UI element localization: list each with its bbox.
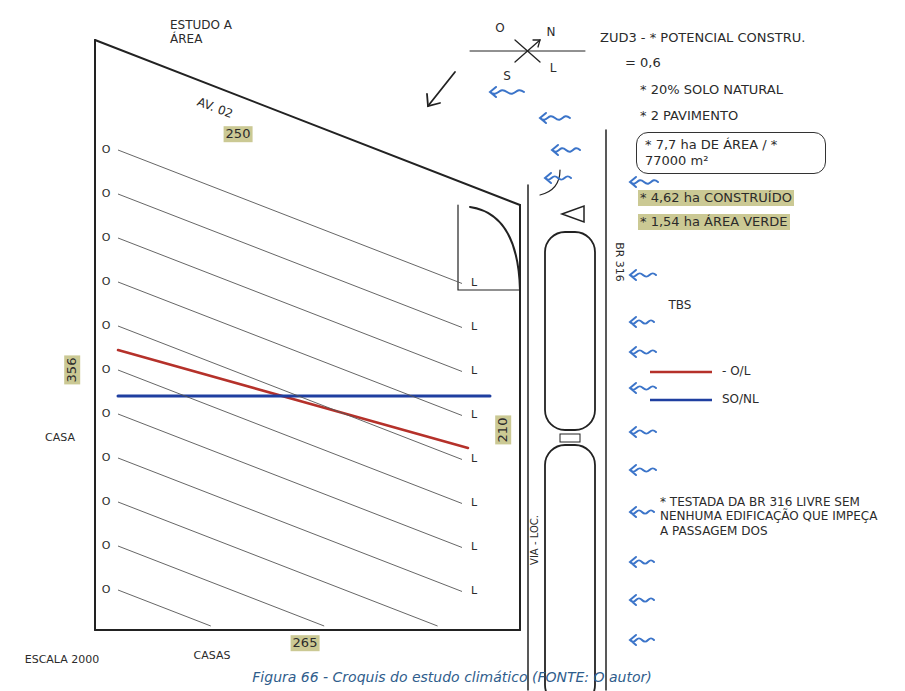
wind-arrow bbox=[630, 177, 658, 187]
sketch-label: O bbox=[102, 319, 111, 332]
hatch-line bbox=[118, 326, 462, 459]
wind-arrow bbox=[630, 317, 654, 327]
wind-arrow bbox=[630, 347, 656, 357]
wind-arrow bbox=[630, 557, 654, 567]
sketch-label: L bbox=[471, 364, 477, 377]
sketch-label: O bbox=[102, 187, 111, 200]
sketch-label: L bbox=[550, 61, 557, 75]
hatch-line bbox=[118, 150, 462, 283]
wind-arrow bbox=[552, 145, 580, 155]
sketch-label: L bbox=[471, 408, 477, 421]
site-edge bbox=[95, 629, 520, 631]
hatch-line bbox=[118, 370, 462, 503]
hatch-line bbox=[118, 502, 438, 626]
hatch-line bbox=[118, 238, 462, 371]
sketch-label: L bbox=[471, 320, 477, 333]
area-box: * 7,7 ha DE ÁREA / * 77000 m² bbox=[636, 132, 826, 174]
sketch-label: * 1,54 ha ÁREA VERDE bbox=[638, 214, 790, 230]
sketch-label: 250 bbox=[224, 126, 253, 142]
road-median bbox=[545, 445, 595, 691]
sketch-label: O bbox=[102, 143, 111, 156]
area-text: * 7,7 ha DE ÁREA / * 77000 m² bbox=[645, 137, 815, 168]
sketch-label: AV. 02 bbox=[195, 95, 235, 122]
wind-arrow bbox=[630, 635, 654, 645]
hatch-line bbox=[118, 546, 324, 626]
hatch-line bbox=[118, 414, 462, 547]
sketch-label: O bbox=[102, 231, 111, 244]
corner-curve bbox=[470, 207, 520, 290]
sketch-label: ZUD3 - * POTENCIAL CONSTRU. bbox=[600, 30, 805, 46]
sketch-label: ESCALA 2000 bbox=[25, 653, 100, 666]
site-edge bbox=[94, 40, 96, 630]
compass-head bbox=[533, 40, 540, 47]
sketch-label: O bbox=[102, 539, 111, 552]
sketch-label: S bbox=[503, 69, 511, 83]
wind-arrow bbox=[630, 270, 656, 280]
wind-axis-red bbox=[118, 350, 468, 448]
wind-arrow bbox=[490, 87, 524, 97]
sketch-label: TBS bbox=[669, 298, 692, 312]
sketch-label: O bbox=[102, 451, 111, 464]
sketch-label: O bbox=[102, 495, 111, 508]
wind-arrow bbox=[630, 595, 654, 605]
sketch-label: CASAS bbox=[194, 649, 231, 662]
wind-arrow-head bbox=[427, 94, 440, 106]
corner-square bbox=[458, 205, 520, 290]
sketch-label: VIA - LOC. bbox=[529, 515, 541, 565]
wind-arrow bbox=[630, 383, 656, 393]
sketch-label: L bbox=[471, 276, 477, 289]
road-edge bbox=[527, 185, 529, 690]
sketch-title: ESTUDO A ÁREA bbox=[170, 18, 265, 47]
wind-arrow bbox=[630, 507, 654, 517]
sketch-label: * 4,62 ha CONSTRUÍDO bbox=[638, 190, 794, 206]
wind-arrow bbox=[630, 427, 656, 437]
hatch-line bbox=[118, 458, 462, 591]
sketch-label: O bbox=[102, 363, 111, 376]
sketch-label: O bbox=[495, 21, 504, 35]
sketch-label: * TESTADA DA BR 316 LIVRE SEM NENHUMA ED… bbox=[660, 495, 880, 538]
hatch-line bbox=[118, 282, 462, 415]
roundabout-mark bbox=[562, 206, 584, 222]
compass-line bbox=[470, 51, 585, 52]
road-edge bbox=[605, 130, 607, 690]
road-median bbox=[545, 232, 595, 430]
sketch-label: BR 316 bbox=[612, 242, 625, 282]
avenue-edge bbox=[95, 40, 520, 205]
sketch-label: L bbox=[471, 540, 477, 553]
sketch-label: L bbox=[471, 496, 477, 509]
wind-arrow bbox=[540, 113, 570, 123]
sketch-label: O bbox=[102, 407, 111, 420]
sketch-label: CASA bbox=[45, 431, 75, 444]
hatch-line bbox=[118, 590, 211, 626]
sketch-label: 265 bbox=[291, 635, 320, 651]
sketch-label: O bbox=[102, 583, 111, 596]
hatch-line bbox=[118, 194, 462, 327]
sketch-label: 210 bbox=[495, 416, 511, 445]
sketch-label: L bbox=[471, 452, 477, 465]
wind-arrow bbox=[630, 465, 656, 475]
crossing bbox=[560, 434, 580, 442]
sketch-label: 356 bbox=[64, 356, 80, 385]
sketch-label: * 20% SOLO NATURAL bbox=[640, 82, 783, 98]
legend-text: - O/L bbox=[722, 364, 750, 378]
wind-axis-blue bbox=[118, 395, 490, 398]
sketch-label: O bbox=[102, 275, 111, 288]
legend-text: SO/NL bbox=[722, 392, 759, 406]
wind-arrow bbox=[545, 173, 571, 183]
sketch-label: * 2 PAVIMENTO bbox=[640, 108, 738, 124]
sketch-label: N bbox=[547, 25, 556, 39]
wind-arrow bbox=[428, 72, 455, 106]
sketch-label: L bbox=[471, 584, 477, 597]
sketch-label: = 0,6 bbox=[625, 55, 661, 71]
legend-line bbox=[650, 371, 712, 374]
legend-line bbox=[650, 399, 712, 402]
figure-caption: Figura 66 - Croquis do estudo climático … bbox=[252, 669, 651, 686]
